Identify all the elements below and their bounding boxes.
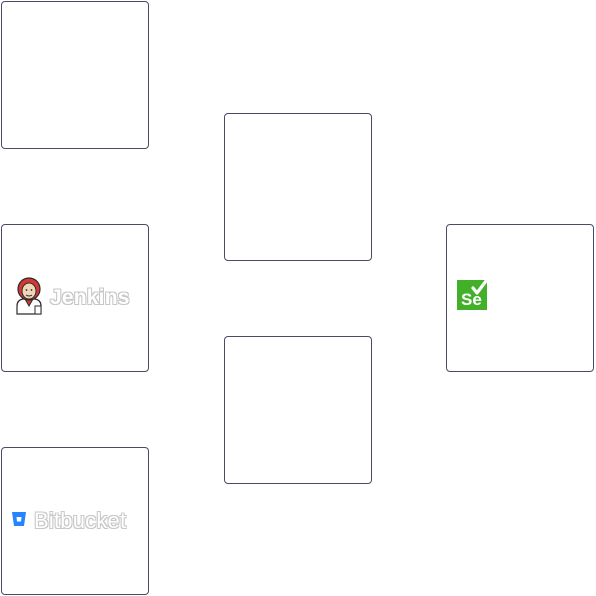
bitbucket-logo: Bitbucket	[11, 508, 126, 534]
integration-card-jenkins[interactable]: Jenkins	[1, 224, 149, 372]
jenkins-logo: Jenkins	[11, 276, 130, 321]
bitbucket-wordmark: Bitbucket	[34, 508, 127, 533]
integration-card-empty-2	[224, 113, 372, 261]
jenkins-wordmark: Jenkins	[50, 286, 130, 309]
integration-card-empty-1	[1, 1, 149, 149]
jenkins-butler-icon	[11, 276, 47, 321]
selenium-logo-icon: Se	[457, 278, 489, 317]
selenium-logo: Se	[457, 278, 489, 317]
svg-text:Se: Se	[461, 290, 482, 309]
bitbucket-bucket-icon	[11, 511, 27, 532]
integration-card-bitbucket[interactable]: Bitbucket	[1, 447, 149, 595]
integration-card-empty-3	[224, 336, 372, 484]
integration-card-selenium[interactable]: Se	[446, 224, 594, 372]
